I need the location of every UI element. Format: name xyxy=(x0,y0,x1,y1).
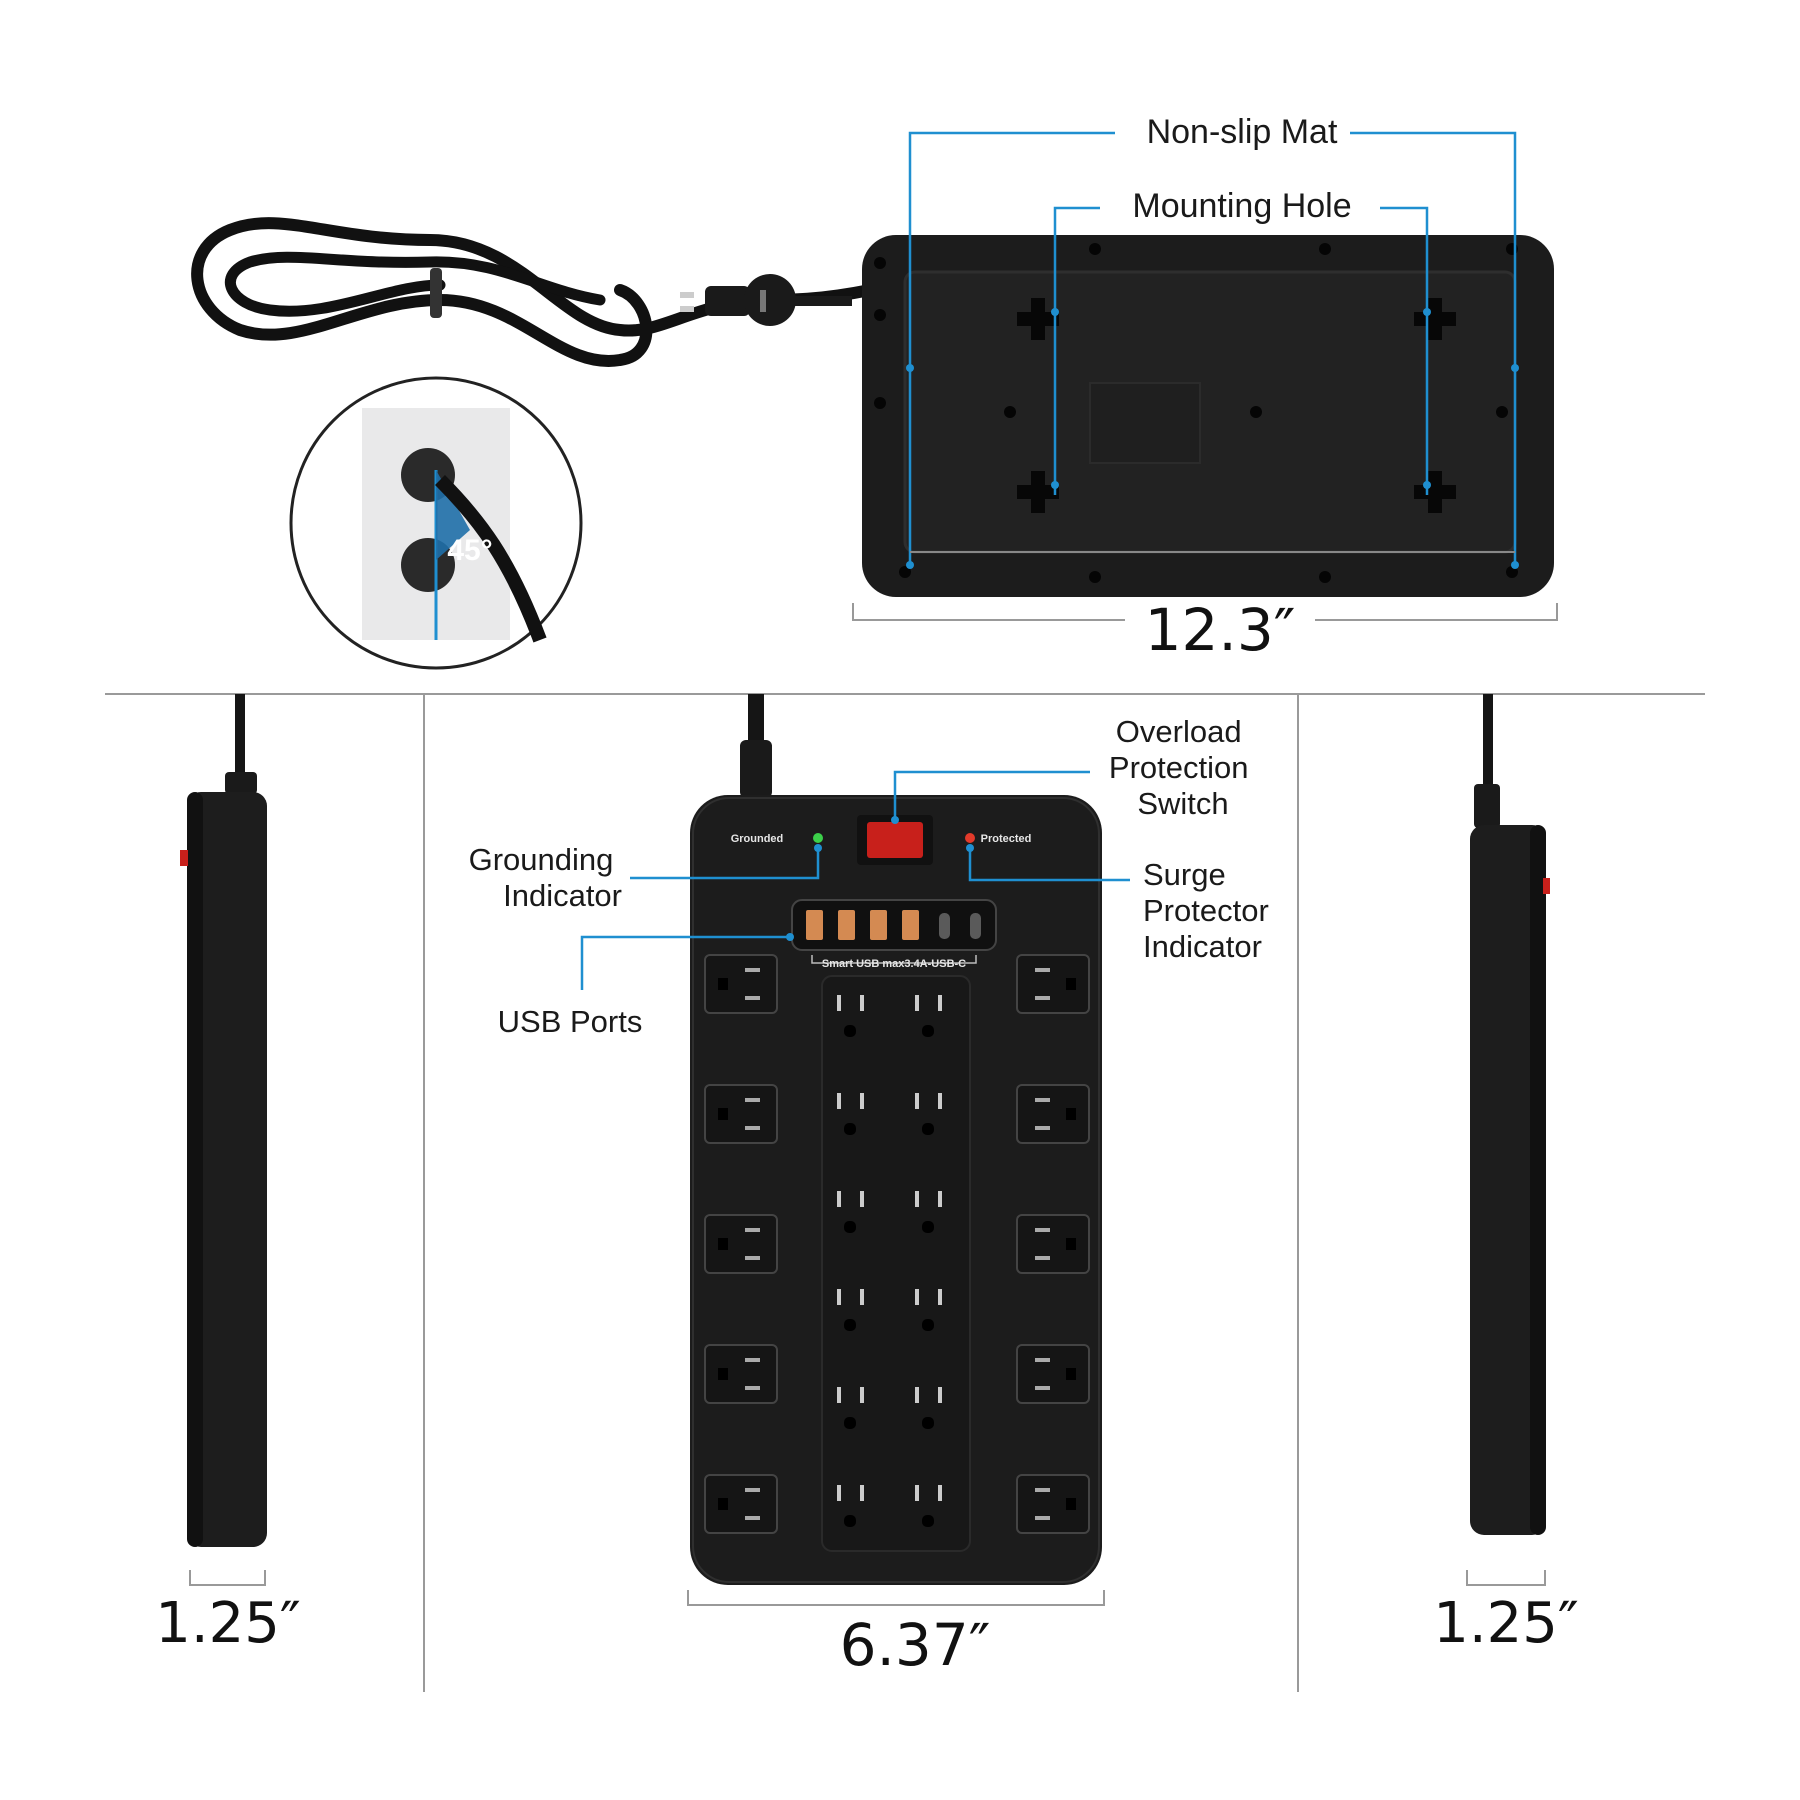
protected-text: Protected xyxy=(981,833,1032,845)
side-outlet-left[interactable] xyxy=(704,1344,778,1404)
mounting-hole-callout: Mounting Hole xyxy=(1051,187,1431,495)
surge-indicator-callout: Surge Protector Indicator xyxy=(966,844,1277,964)
usb-port-panel: Smart USB max3.4A-USB-C xyxy=(791,899,997,970)
grounding-indicator-callout: Grounding Indicator xyxy=(469,842,822,913)
protected-led xyxy=(965,833,975,843)
side-outlet-right[interactable] xyxy=(1016,1084,1090,1144)
overload-label-line3: Switch xyxy=(1137,786,1228,821)
overload-switch-callout: Overload Protection Switch xyxy=(891,714,1257,824)
center-outlet[interactable] xyxy=(837,1191,864,1233)
mounting-hole-shapes xyxy=(1017,298,1456,513)
outlets xyxy=(704,954,1090,1534)
side-outlet-right[interactable] xyxy=(1016,1474,1090,1534)
side-outlet-left[interactable] xyxy=(704,1214,778,1274)
plug-angle-inset: 45° xyxy=(289,376,583,670)
surge-label-line3: Indicator xyxy=(1143,929,1262,964)
side-outlet-right[interactable] xyxy=(1016,954,1090,1014)
grounding-label-line2: Indicator xyxy=(503,878,622,913)
strip-front-view: Grounded Protected Smart USB max3.4A-USB… xyxy=(690,694,1102,1585)
left-thickness-label: 1.25″ xyxy=(155,1591,301,1656)
center-outlet[interactable] xyxy=(915,1093,942,1135)
side-outlet-right[interactable] xyxy=(1016,1214,1090,1274)
center-outlet[interactable] xyxy=(837,1485,864,1527)
side-outlet-left[interactable] xyxy=(704,1474,778,1534)
center-outlet[interactable] xyxy=(837,1387,864,1429)
back-width-label: 12.3″ xyxy=(1145,596,1296,664)
grounded-led xyxy=(813,833,823,843)
strip-left-side-view xyxy=(180,694,267,1547)
center-outlet[interactable] xyxy=(915,995,942,1037)
grounded-text: Grounded xyxy=(731,833,784,845)
side-outlet-right[interactable] xyxy=(1016,1344,1090,1404)
center-outlet[interactable] xyxy=(915,1289,942,1331)
strip-back-view xyxy=(862,235,1554,597)
center-outlet[interactable] xyxy=(837,1289,864,1331)
right-thickness-label: 1.25″ xyxy=(1433,1591,1579,1656)
power-cord xyxy=(191,217,876,367)
plug-angle-label: 45° xyxy=(447,534,492,567)
surge-label-line1: Surge xyxy=(1143,857,1226,892)
overload-label-line2: Protection xyxy=(1109,750,1249,785)
usb-spec-text: Smart USB max3.4A-USB-C xyxy=(822,958,966,970)
side-outlet-left[interactable] xyxy=(704,954,778,1014)
power-plug-icon xyxy=(680,274,852,326)
screw-holes xyxy=(874,243,1518,583)
svg-text:Grounding Indicator: Grounding Indicator xyxy=(469,842,622,913)
non-slip-mat-label: Non-slip Mat xyxy=(1147,113,1338,151)
back-width-dimension: 12.3″ xyxy=(852,596,1558,664)
overload-protection-switch[interactable] xyxy=(857,815,933,865)
non-slip-mat-callout: Non-slip Mat xyxy=(906,113,1519,569)
usb-ports-callout: USB Ports xyxy=(498,933,794,1039)
mounting-hole-label: Mounting Hole xyxy=(1132,187,1351,225)
front-width-dimension: 6.37″ xyxy=(687,1590,1105,1679)
right-thickness-dimension: 1.25″ xyxy=(1433,1570,1579,1656)
center-outlet[interactable] xyxy=(837,1093,864,1135)
usb-ports-label: USB Ports xyxy=(498,1004,643,1039)
left-thickness-dimension: 1.25″ xyxy=(155,1570,301,1656)
center-outlet[interactable] xyxy=(915,1485,942,1527)
center-outlet[interactable] xyxy=(837,995,864,1037)
side-outlet-left[interactable] xyxy=(704,1084,778,1144)
overload-label-line1: Overload xyxy=(1116,714,1242,749)
strip-right-side-view xyxy=(1470,694,1550,1535)
svg-text:Surge Protector In: Surge Protector Indicator xyxy=(1143,857,1277,964)
surge-label-line2: Protector xyxy=(1143,893,1269,928)
center-outlet[interactable] xyxy=(915,1191,942,1233)
grounding-label-line1: Grounding xyxy=(469,842,614,877)
svg-text:Overload Protection: Overload Protection Switch xyxy=(1109,714,1257,821)
center-outlet[interactable] xyxy=(915,1387,942,1429)
front-width-label: 6.37″ xyxy=(840,1611,991,1679)
